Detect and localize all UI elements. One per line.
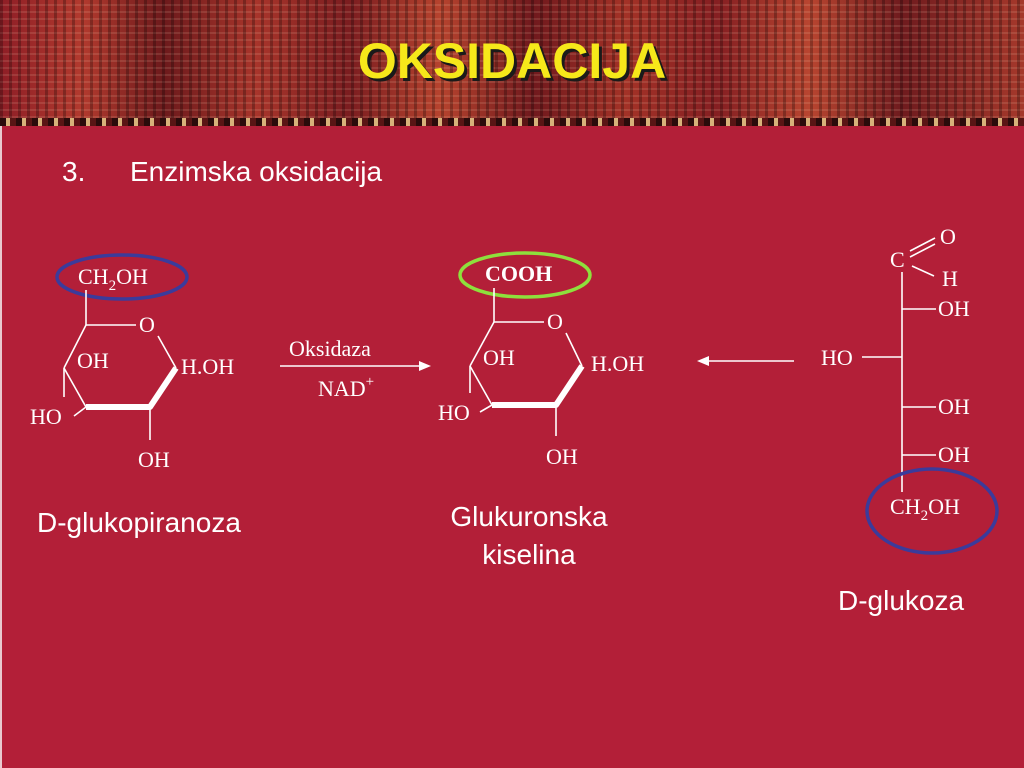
- glucuronic-oh-inner: OH: [483, 345, 515, 370]
- glucuronic-group: COOH: [485, 261, 552, 286]
- page-title: OKSIDACIJA: [357, 33, 667, 89]
- cofactor-charge: +: [366, 374, 374, 390]
- back-arrowhead: [697, 356, 709, 366]
- glucose-aldehyde-o: O: [940, 224, 956, 249]
- glucose-highlight-ellipse: [865, 467, 999, 555]
- glucuronic-structure: COOH O OH H.OH HO OH Glukuronska kiselin…: [438, 251, 644, 570]
- pyranose-structure: CH2OH O OH H.OH HO OH D-glukopiranoza: [30, 253, 241, 538]
- glucose-end-oh: OH: [928, 494, 960, 519]
- pyranose-ring-o: O: [139, 312, 155, 337]
- pyranose-oh-bottom: OH: [138, 447, 170, 472]
- enzyme-label: Oksidaza: [289, 336, 371, 361]
- glucuronic-ring-o: O: [547, 309, 563, 334]
- glucose-end-ch: CH: [890, 494, 921, 519]
- glucuronic-h-oh: H.OH: [591, 351, 644, 376]
- glucose-oh-4: OH: [938, 394, 970, 419]
- cofactor-label: NAD: [318, 376, 366, 401]
- glucuronic-highlight-ellipse: [458, 251, 592, 299]
- pyranose-ho-left: HO: [30, 404, 62, 429]
- pyranose-oh: OH: [116, 264, 148, 289]
- back-arrow-group: [697, 356, 794, 366]
- glucose-c: C: [890, 247, 905, 272]
- svg-text:CH2OH: CH2OH: [78, 264, 148, 294]
- glucuronic-oh-bottom: OH: [546, 444, 578, 469]
- reaction-arrowhead: [419, 361, 431, 371]
- glucuronic-caption-line2: kiselina: [482, 539, 576, 570]
- glucuronic-caption-line1: Glukuronska: [450, 501, 608, 532]
- glucose-ho-3: HO: [821, 345, 853, 370]
- pyranose-caption: D-glukopiranoza: [37, 507, 241, 538]
- pyranose-highlight-ellipse: [55, 253, 189, 301]
- pyranose-oh-inner: OH: [77, 348, 109, 373]
- reaction-arrow-group: Oksidaza NAD+: [280, 336, 431, 401]
- glucuronic-ho-left: HO: [438, 400, 470, 425]
- banner-border: [0, 118, 1024, 126]
- svg-text:NAD+: NAD+: [318, 374, 374, 401]
- pyranose-sub: 2: [109, 278, 117, 294]
- glucose-caption: D-glukoza: [838, 585, 964, 616]
- glucose-end-sub: 2: [921, 508, 929, 524]
- decorative-banner: [0, 0, 1024, 125]
- glucose-oh-2: OH: [938, 296, 970, 321]
- list-number: 3.: [62, 156, 86, 187]
- pyranose-ch: CH: [78, 264, 109, 289]
- glucose-structure: C O H OH HO OH OH CH2OH D-glukoza: [821, 224, 999, 616]
- slide-left-border: [0, 126, 2, 768]
- svg-text:CH2OH: CH2OH: [890, 494, 960, 524]
- pyranose-h-oh: H.OH: [181, 354, 234, 379]
- glucose-oh-5: OH: [938, 442, 970, 467]
- glucose-aldehyde-h: H: [942, 266, 958, 291]
- list-text: Enzimska oksidacija: [130, 156, 383, 187]
